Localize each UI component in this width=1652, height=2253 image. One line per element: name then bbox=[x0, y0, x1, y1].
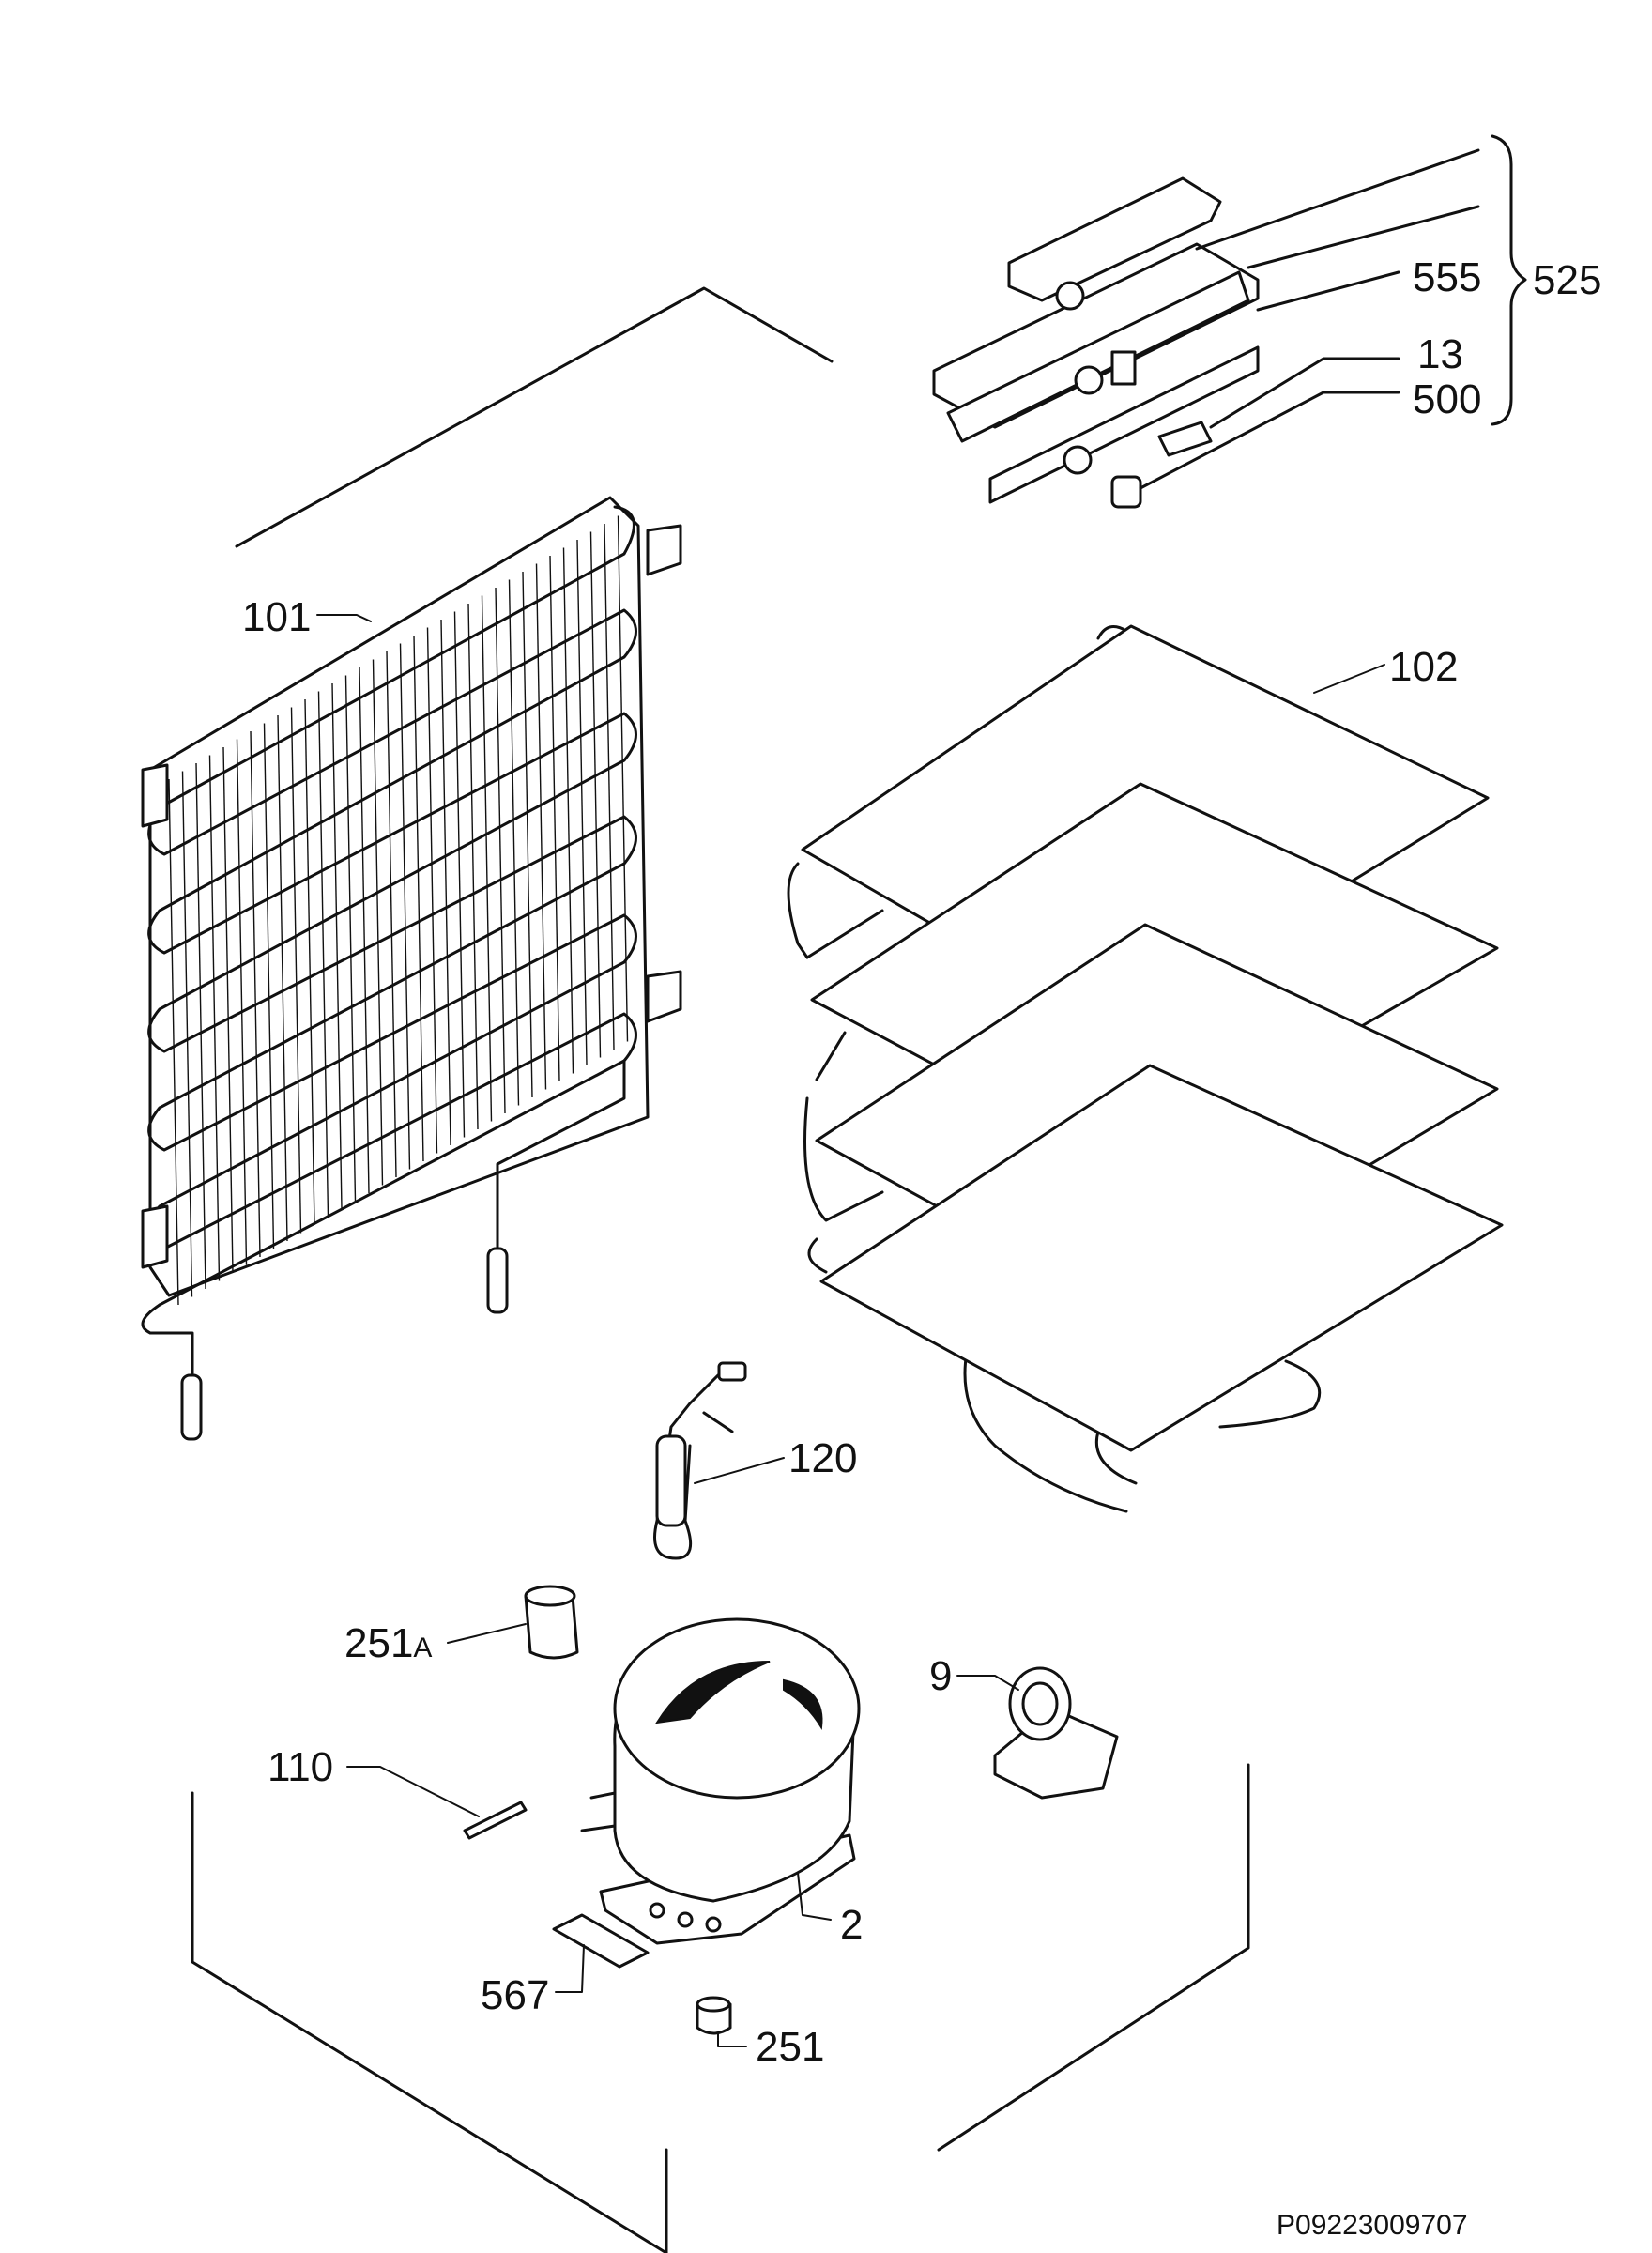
label-101: 101 bbox=[242, 594, 311, 640]
label-555: 555 bbox=[1413, 254, 1481, 300]
thermostat-sensor-part-120: 120 bbox=[653, 1361, 857, 1560]
condenser-fin bbox=[617, 515, 629, 1042]
pin-part-110: 110 bbox=[268, 1744, 528, 1840]
condenser-fin bbox=[372, 659, 384, 1186]
condenser-fin bbox=[236, 739, 248, 1265]
condenser-fin bbox=[222, 746, 234, 1274]
grommet-part-251: 251 bbox=[696, 1996, 824, 2070]
condenser-fin bbox=[604, 523, 615, 1050]
condenser-fin bbox=[290, 707, 302, 1234]
bushing-part-251A: 251A bbox=[344, 1585, 579, 1666]
condenser-fin bbox=[195, 762, 206, 1290]
label-500: 500 bbox=[1413, 376, 1481, 422]
label-102: 102 bbox=[1389, 644, 1458, 690]
condenser-fin bbox=[317, 691, 329, 1218]
footer-code: P09223009707 bbox=[1277, 2210, 1468, 2241]
condenser-fin bbox=[344, 675, 357, 1202]
control-panel-assembly-part-525: 555 13 500 525 bbox=[932, 134, 1601, 509]
label-567: 567 bbox=[481, 1972, 549, 2018]
label-110: 110 bbox=[268, 1744, 333, 1790]
condenser-fin bbox=[413, 635, 424, 1162]
label-251A: 251A bbox=[344, 1620, 432, 1666]
label-525: 525 bbox=[1533, 257, 1601, 303]
condenser-fin bbox=[208, 755, 221, 1281]
wire-shelves-part-102: 102 bbox=[787, 624, 1504, 1513]
condenser-fin bbox=[359, 667, 370, 1194]
condenser-fin bbox=[549, 555, 560, 1082]
condenser-fin bbox=[576, 539, 588, 1066]
label-9: 9 bbox=[929, 1653, 952, 1699]
condenser-fin bbox=[277, 714, 288, 1242]
condenser-fin bbox=[181, 771, 193, 1297]
cabinet-outline bbox=[191, 286, 1250, 2253]
condenser-fin bbox=[399, 643, 411, 1170]
label-251: 251 bbox=[756, 2024, 824, 2070]
condenser-fin bbox=[263, 723, 275, 1249]
label-120: 120 bbox=[788, 1435, 857, 1481]
condenser-fin bbox=[250, 730, 261, 1258]
condenser-fin bbox=[304, 698, 315, 1226]
label-2: 2 bbox=[840, 1902, 863, 1948]
condenser-fin bbox=[589, 531, 602, 1058]
label-13: 13 bbox=[1417, 331, 1463, 377]
condenser-fin bbox=[535, 563, 547, 1090]
condenser-fin bbox=[562, 547, 574, 1074]
compressor-part-2: 2 bbox=[580, 1617, 863, 1948]
clip-part-9: 9 bbox=[929, 1653, 1119, 1800]
condenser-part-101: 101 bbox=[141, 496, 682, 1441]
condenser-fin bbox=[386, 651, 397, 1178]
mounting-plate-part-567: 567 bbox=[481, 1913, 650, 2018]
condenser-fin bbox=[331, 682, 343, 1210]
condenser-fin bbox=[168, 778, 179, 1306]
